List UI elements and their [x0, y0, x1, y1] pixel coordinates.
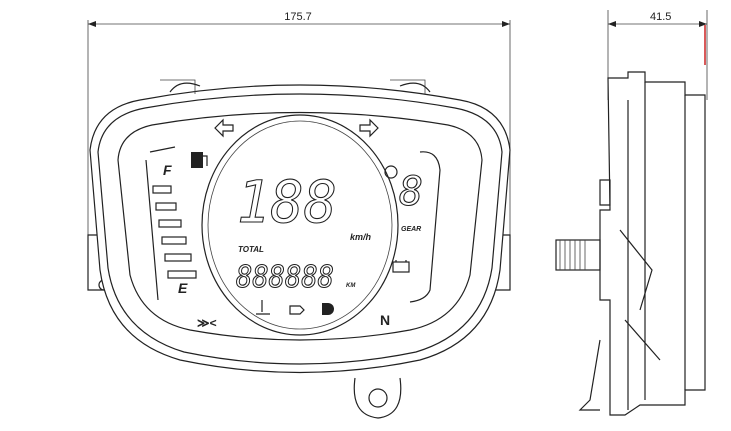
- fuel-empty-label: E: [178, 280, 188, 296]
- high-beam-icon: ≫<: [197, 316, 217, 330]
- speed-unit: km/h: [350, 232, 372, 242]
- lcd-oval: [201, 114, 399, 336]
- neutral-label: N: [380, 312, 390, 328]
- right-turn-icon: [359, 118, 379, 138]
- coolant-temp-icon: [256, 300, 270, 315]
- headlight-icon: [322, 303, 334, 315]
- gear-digit: 8: [399, 169, 423, 215]
- battery-icon: [392, 260, 410, 273]
- odometer-label: TOTAL: [238, 245, 264, 254]
- oil-icon: [289, 305, 305, 315]
- svg-text:≫<: ≫<: [197, 316, 217, 330]
- fuel-gauge: F E: [145, 146, 208, 301]
- width-dimension: 175.7: [87, 11, 511, 250]
- cluster-housing: [89, 79, 511, 419]
- width-label: 175.7: [284, 11, 312, 23]
- odometer-digits: 888888: [236, 260, 334, 295]
- left-turn-icon: [214, 118, 234, 138]
- fuel-full-label: F: [163, 162, 172, 178]
- speed-digits: 188: [237, 168, 337, 236]
- odometer-unit: KM: [346, 283, 356, 289]
- gear-label: GEAR: [401, 226, 421, 233]
- side-view: 41.5: [555, 10, 708, 416]
- depth-label: 41.5: [650, 11, 671, 23]
- fuel-pump-icon: [191, 152, 208, 168]
